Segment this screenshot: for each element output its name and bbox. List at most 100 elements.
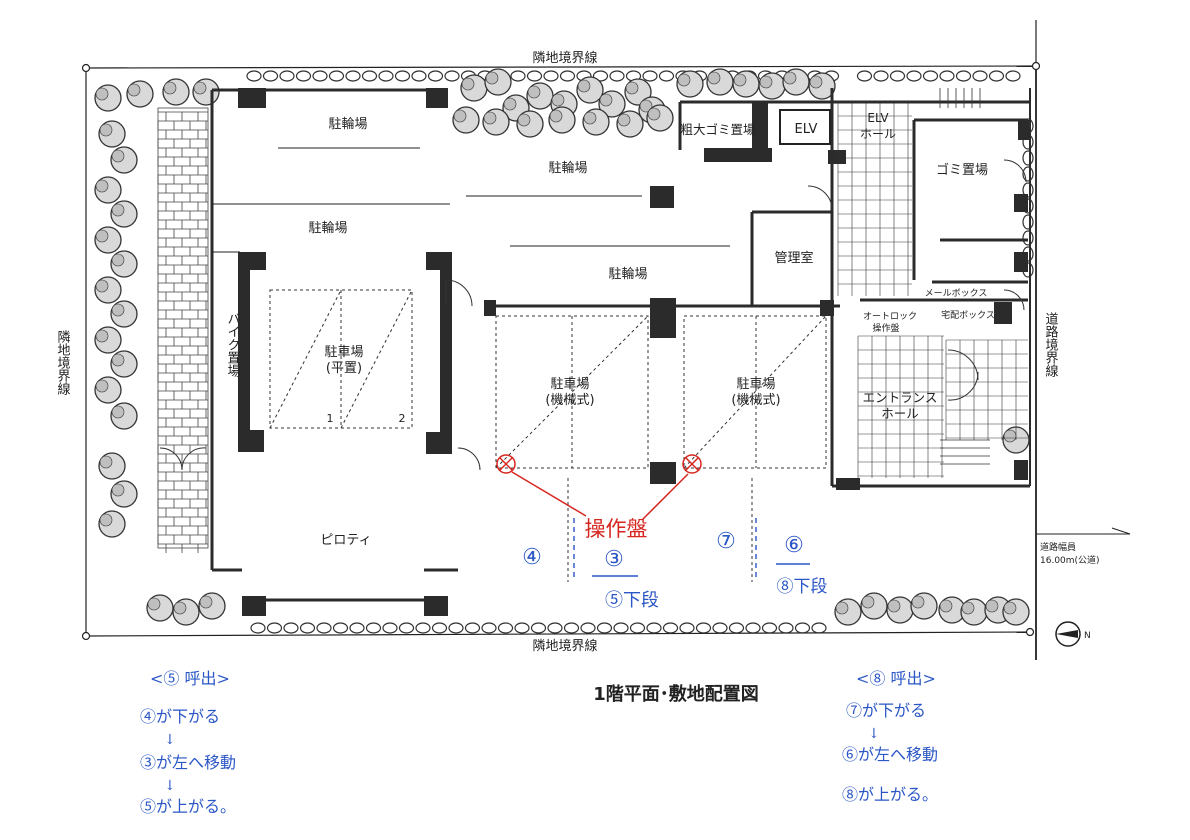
bike-rack-lines: [212, 147, 730, 253]
tree: [94, 226, 122, 254]
hedge-shrub: [955, 70, 972, 82]
tree: [960, 598, 988, 626]
hedge-shrub: [563, 622, 580, 634]
tree: [452, 106, 480, 134]
hedge-shrub: [361, 70, 378, 82]
notes-right-step3: ⑧が上がる。: [842, 785, 938, 804]
slot-8-lower: ⑧下段: [777, 577, 828, 597]
hedge-shrub: [246, 70, 262, 82]
tree: [706, 68, 734, 96]
tree: [598, 90, 626, 118]
mechanical-parking-outline: [495, 315, 827, 582]
hedge-shrub: [411, 70, 427, 82]
tree: [110, 146, 138, 174]
tree: [910, 592, 938, 620]
tree: [98, 120, 126, 148]
notes-right-step2: ⑥が左へ移動: [842, 745, 938, 764]
hedge-shrub: [580, 622, 596, 634]
tree: [110, 200, 138, 228]
hedge-shrub: [642, 70, 658, 82]
room-parking-mech-a-2: (機械式): [545, 393, 594, 408]
tree: [94, 176, 122, 204]
hedge-shrub: [332, 622, 349, 634]
notes-left-arrow2: ↓: [164, 778, 176, 794]
slot-5-lower: ⑤下段: [605, 590, 659, 611]
hedge-shrub: [761, 622, 778, 634]
tree: [110, 350, 138, 378]
hedge-shrub: [613, 622, 629, 634]
notes-right-title: <⑧ 呼出>: [856, 669, 936, 688]
hedge-shrub: [988, 70, 1005, 82]
tree: [110, 250, 138, 278]
hedge-shrub: [328, 70, 345, 82]
hedge-shrub: [1022, 230, 1034, 246]
hedge-shrub: [778, 622, 794, 634]
room-entrance-1: エントランス: [863, 390, 938, 405]
tree: [886, 596, 914, 624]
hedge-shrub: [262, 70, 279, 82]
room-bike-parking-4: 駐輪場: [608, 266, 647, 282]
slot-6: ⑥: [784, 533, 804, 558]
room-bike-parking-1: 駐輪場: [328, 116, 367, 132]
tree: [576, 76, 604, 104]
hedge-shrub: [972, 70, 988, 82]
tree: [938, 596, 966, 624]
hedge-shrub: [448, 622, 464, 634]
hedge-shrub: [609, 70, 625, 82]
boundary-label-left: 隣地境界線: [55, 329, 71, 395]
slot-3: ③: [604, 547, 624, 572]
hedge-shrub: [559, 70, 576, 82]
hedge-shrub: [283, 622, 299, 634]
tree: [758, 72, 786, 100]
hedge-shrub: [547, 622, 563, 634]
tree: [126, 80, 154, 108]
hedge-shrub: [349, 622, 365, 634]
tree: [94, 376, 122, 404]
stairs: [939, 88, 990, 465]
hedge-shrub: [592, 70, 609, 82]
tree: [582, 108, 610, 136]
tree: [162, 78, 190, 106]
tree: [782, 68, 810, 96]
hedge-shrub: [794, 622, 811, 634]
room-parking-mech-b-1: 駐車場: [736, 377, 775, 392]
tree: [110, 402, 138, 430]
tree: [548, 106, 576, 134]
hedge-shrub: [922, 70, 939, 82]
elevator-box: [779, 109, 831, 145]
room-garbage: ゴミ置場: [936, 162, 988, 178]
hedge-shrub: [444, 70, 460, 82]
hedge-shrub: [378, 70, 394, 82]
tree: [834, 598, 862, 626]
control-panel-pointers: [496, 454, 702, 521]
entrance-tiles: [837, 101, 1028, 478]
room-entrance-2: ホール: [881, 406, 919, 421]
room-autolock-1: オートロック: [863, 311, 917, 322]
hedge-shrub: [481, 622, 497, 634]
room-parking-mech-b-2: (機械式): [731, 393, 780, 408]
notes-left-step1: ④が下がる: [140, 707, 220, 726]
hedge-shrub: [596, 622, 613, 634]
room-motorcycle: バイク置場: [225, 312, 241, 377]
tree: [676, 70, 704, 98]
hedge-shrub: [530, 622, 547, 634]
tree: [192, 78, 220, 106]
hedge-shrub: [745, 622, 761, 634]
doors: [159, 159, 1027, 471]
boundary-label-bottom: 隣地境界線: [532, 638, 597, 654]
hedge-shrub: [526, 70, 543, 82]
trees: [94, 68, 1030, 626]
room-bike-parking-3: 駐輪場: [308, 220, 347, 236]
room-parking-mech-a-1: 駐車場: [550, 377, 589, 392]
site-boundary: [81, 20, 1041, 660]
tree: [624, 78, 652, 106]
tree: [94, 276, 122, 304]
hedge-shrub: [398, 622, 415, 634]
hedge-shrub: [543, 70, 559, 82]
parking-flat-number-1: 1: [327, 412, 334, 425]
tree: [460, 74, 488, 102]
hedge-shrub: [415, 622, 431, 634]
hedge-shrub: [712, 622, 728, 634]
hedge-shrub: [889, 70, 906, 82]
